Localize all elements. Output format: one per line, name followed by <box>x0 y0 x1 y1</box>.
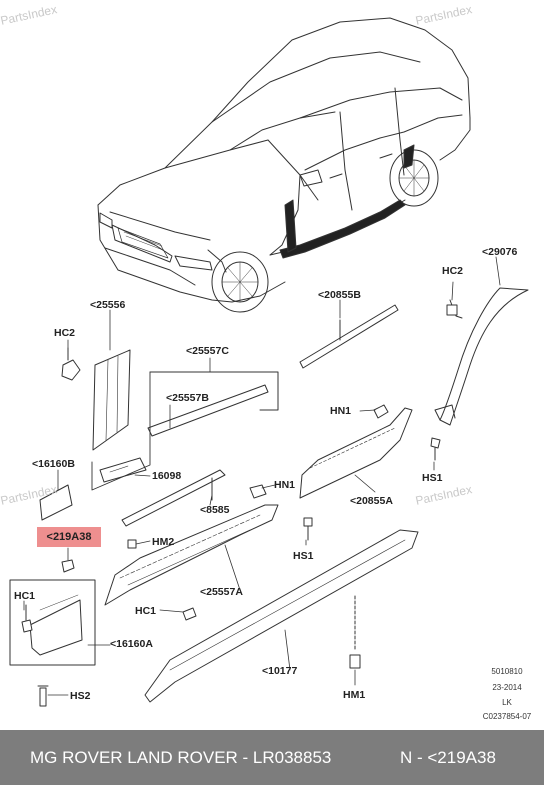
part-20855b-strip <box>299 304 399 369</box>
label-25557b[interactable]: <25557B <box>166 392 209 404</box>
label-hc2-top[interactable]: HC2 <box>442 265 464 277</box>
label-8585[interactable]: <8585 <box>200 504 230 516</box>
vehicle-illustration <box>97 17 471 313</box>
parts-diagram <box>9 17 529 707</box>
label-hc2-left[interactable]: HC2 <box>54 327 76 339</box>
label-10177[interactable]: <10177 <box>262 665 298 677</box>
label-219a38-highlighted[interactable]: <219A38 <box>37 527 101 547</box>
label-hn1-top[interactable]: HN1 <box>330 405 352 417</box>
label-hs2[interactable]: HS2 <box>70 690 91 702</box>
drawing-initials: LK <box>502 698 512 707</box>
part-20855a-moulding <box>299 407 413 499</box>
label-hc1-mid[interactable]: HC1 <box>135 605 157 617</box>
drawing-date: 23-2014 <box>492 683 522 692</box>
drawing-code: 5010810 <box>491 667 523 676</box>
footer-selected-part: N - <219A38 <box>400 747 496 767</box>
drawing-reference: C0237854-07 <box>482 712 532 721</box>
part-25556-pillar <box>92 349 131 451</box>
part-29076-arch <box>439 287 529 426</box>
label-hm1[interactable]: HM1 <box>343 689 366 701</box>
label-hs1-mid[interactable]: HS1 <box>293 550 314 562</box>
footer-brand-part-number: MG ROVER LAND ROVER - LR038853 <box>30 747 332 767</box>
label-16160b[interactable]: <16160B <box>32 458 75 470</box>
label-16098[interactable]: 16098 <box>152 470 182 482</box>
part-10177-sill <box>144 529 419 703</box>
footer-bar: MG ROVER LAND ROVER - LR038853 N - <219A… <box>0 730 544 785</box>
label-20855b[interactable]: <20855B <box>318 289 361 301</box>
label-25557c[interactable]: <25557C <box>186 345 229 357</box>
part-25557a-moulding <box>104 504 279 606</box>
label-25557a[interactable]: <25557A <box>200 586 243 598</box>
label-hm2[interactable]: HM2 <box>152 536 175 548</box>
label-hn1-mid[interactable]: HN1 <box>274 479 296 491</box>
label-hs1-right[interactable]: HS1 <box>422 472 443 484</box>
label-16160a[interactable]: <16160A <box>110 638 153 650</box>
label-20855a[interactable]: <20855A <box>350 495 393 507</box>
label-25556[interactable]: <25556 <box>90 299 126 311</box>
label-29076[interactable]: <29076 <box>482 246 518 258</box>
label-hc1-left[interactable]: HC1 <box>14 590 36 602</box>
